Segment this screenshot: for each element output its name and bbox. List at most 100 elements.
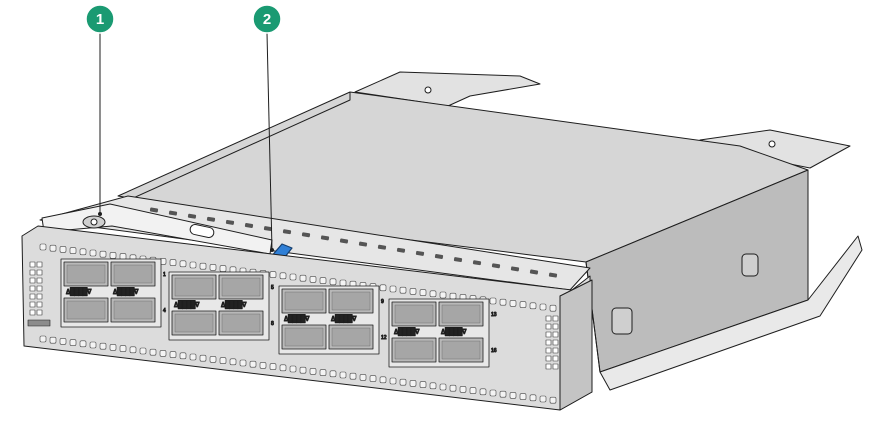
status-led — [36, 269, 43, 276]
panel-vent-hole — [69, 247, 77, 254]
panel-vent-hole — [109, 252, 117, 259]
panel-vent-hole — [509, 392, 517, 399]
port-number: 9 — [381, 299, 384, 305]
port-number: 16 — [491, 348, 497, 354]
port-label: Δ████∇ — [284, 314, 310, 323]
vent-hole — [282, 229, 292, 235]
panel-vent-hole — [479, 388, 487, 396]
panel-vent-hole — [189, 353, 197, 361]
panel-vent-hole — [519, 301, 527, 308]
port-group: Δ████∇Δ████∇ — [60, 258, 162, 328]
panel-vent-hole — [269, 271, 277, 278]
panel-vent-hole — [239, 359, 247, 367]
qsfp-port-cage — [66, 264, 106, 284]
panel-vent-hole — [159, 350, 167, 357]
port-label: Δ████∇ — [113, 287, 139, 296]
panel-vent-hole — [499, 298, 507, 306]
panel-vent-hole — [409, 288, 417, 295]
status-led — [29, 269, 36, 276]
panel-vent-hole — [69, 339, 77, 346]
port-group: Δ████∇Δ████∇ — [388, 298, 490, 368]
panel-vent-hole — [429, 382, 437, 390]
panel-vent-hole — [439, 291, 447, 299]
status-led — [552, 323, 559, 330]
panel-vent-hole — [539, 395, 547, 403]
panel-vent-hole — [379, 284, 387, 292]
qsfp-port-cage — [221, 313, 261, 333]
panel-vent-hole — [179, 260, 187, 268]
panel-vent-hole — [39, 243, 47, 251]
status-led — [29, 293, 36, 300]
panel-vent-hole — [529, 394, 537, 402]
panel-vent-hole — [169, 259, 177, 266]
panel-vent-hole — [459, 386, 467, 393]
panel-vent-hole — [229, 358, 237, 366]
qsfp-port-cage — [221, 277, 261, 297]
panel-vent-hole — [79, 248, 87, 256]
callout-marker — [85, 4, 115, 34]
callout-marker — [252, 4, 282, 34]
panel-vent-hole — [549, 396, 557, 404]
vent-hole — [149, 207, 159, 213]
port-label: Δ████∇ — [174, 300, 200, 309]
panel-vent-hole — [519, 393, 527, 400]
status-led — [552, 331, 559, 338]
vent-hole — [453, 257, 463, 263]
status-led — [36, 261, 43, 268]
panel-vent-hole — [339, 279, 347, 287]
vent-hole — [377, 244, 387, 250]
vent-hole — [358, 241, 368, 247]
status-led — [545, 331, 552, 338]
port-number: 4 — [163, 308, 166, 314]
panel-vent-hole — [529, 302, 537, 310]
panel-vent-hole — [429, 290, 437, 298]
top-vent-holes — [149, 207, 558, 278]
panel-vent-hole — [99, 342, 107, 350]
qsfp-port-cage — [174, 277, 214, 297]
panel-vent-hole — [359, 374, 367, 381]
vent-hole — [206, 216, 216, 222]
vent-hole — [510, 266, 520, 272]
panel-vent-hole — [449, 384, 457, 392]
qsfp-port-cage — [441, 340, 481, 360]
qsfp-port-cage — [331, 291, 371, 311]
status-led — [36, 293, 43, 300]
vent-hole — [548, 272, 558, 278]
panel-vent-hole — [189, 261, 197, 269]
panel-vent-hole — [89, 249, 97, 257]
vent-hole — [320, 235, 330, 241]
panel-vent-hole — [209, 356, 217, 363]
port-number: 5 — [271, 285, 274, 291]
qsfp-port-cage — [441, 304, 481, 324]
panel-vent-hole — [539, 303, 547, 311]
vent-hole — [301, 232, 311, 238]
vent-hole — [187, 213, 197, 219]
panel-vent-hole — [399, 286, 407, 294]
panel-vent-hole — [289, 273, 297, 281]
vent-hole — [168, 210, 178, 216]
status-led — [29, 261, 36, 268]
panel-vent-hole — [259, 362, 267, 369]
panel-vent-hole — [389, 377, 397, 385]
model-plate — [27, 319, 51, 327]
port-label: Δ████∇ — [441, 327, 467, 336]
port-group: Δ████∇Δ████∇ — [278, 285, 380, 355]
qsfp-port-cage — [394, 304, 434, 324]
callout-number: 2 — [263, 11, 271, 28]
panel-vent-hole — [279, 364, 287, 372]
panel-vent-hole — [169, 351, 177, 358]
qsfp-port-cage — [174, 313, 214, 333]
qsfp-port-cage — [331, 327, 371, 347]
panel-vent-hole — [389, 285, 397, 293]
vent-hole — [225, 219, 235, 225]
port-number: 12 — [381, 335, 387, 341]
status-led-arrays — [29, 261, 559, 370]
panel-vent-hole — [379, 376, 387, 384]
panel-vent-hole — [59, 246, 67, 253]
qsfp-port-cage — [66, 300, 106, 320]
panel-vent-hole — [349, 372, 357, 380]
panel-vent-hole — [309, 276, 317, 283]
panel-vent-hole — [499, 390, 507, 398]
panel-vent-hole — [89, 341, 97, 349]
